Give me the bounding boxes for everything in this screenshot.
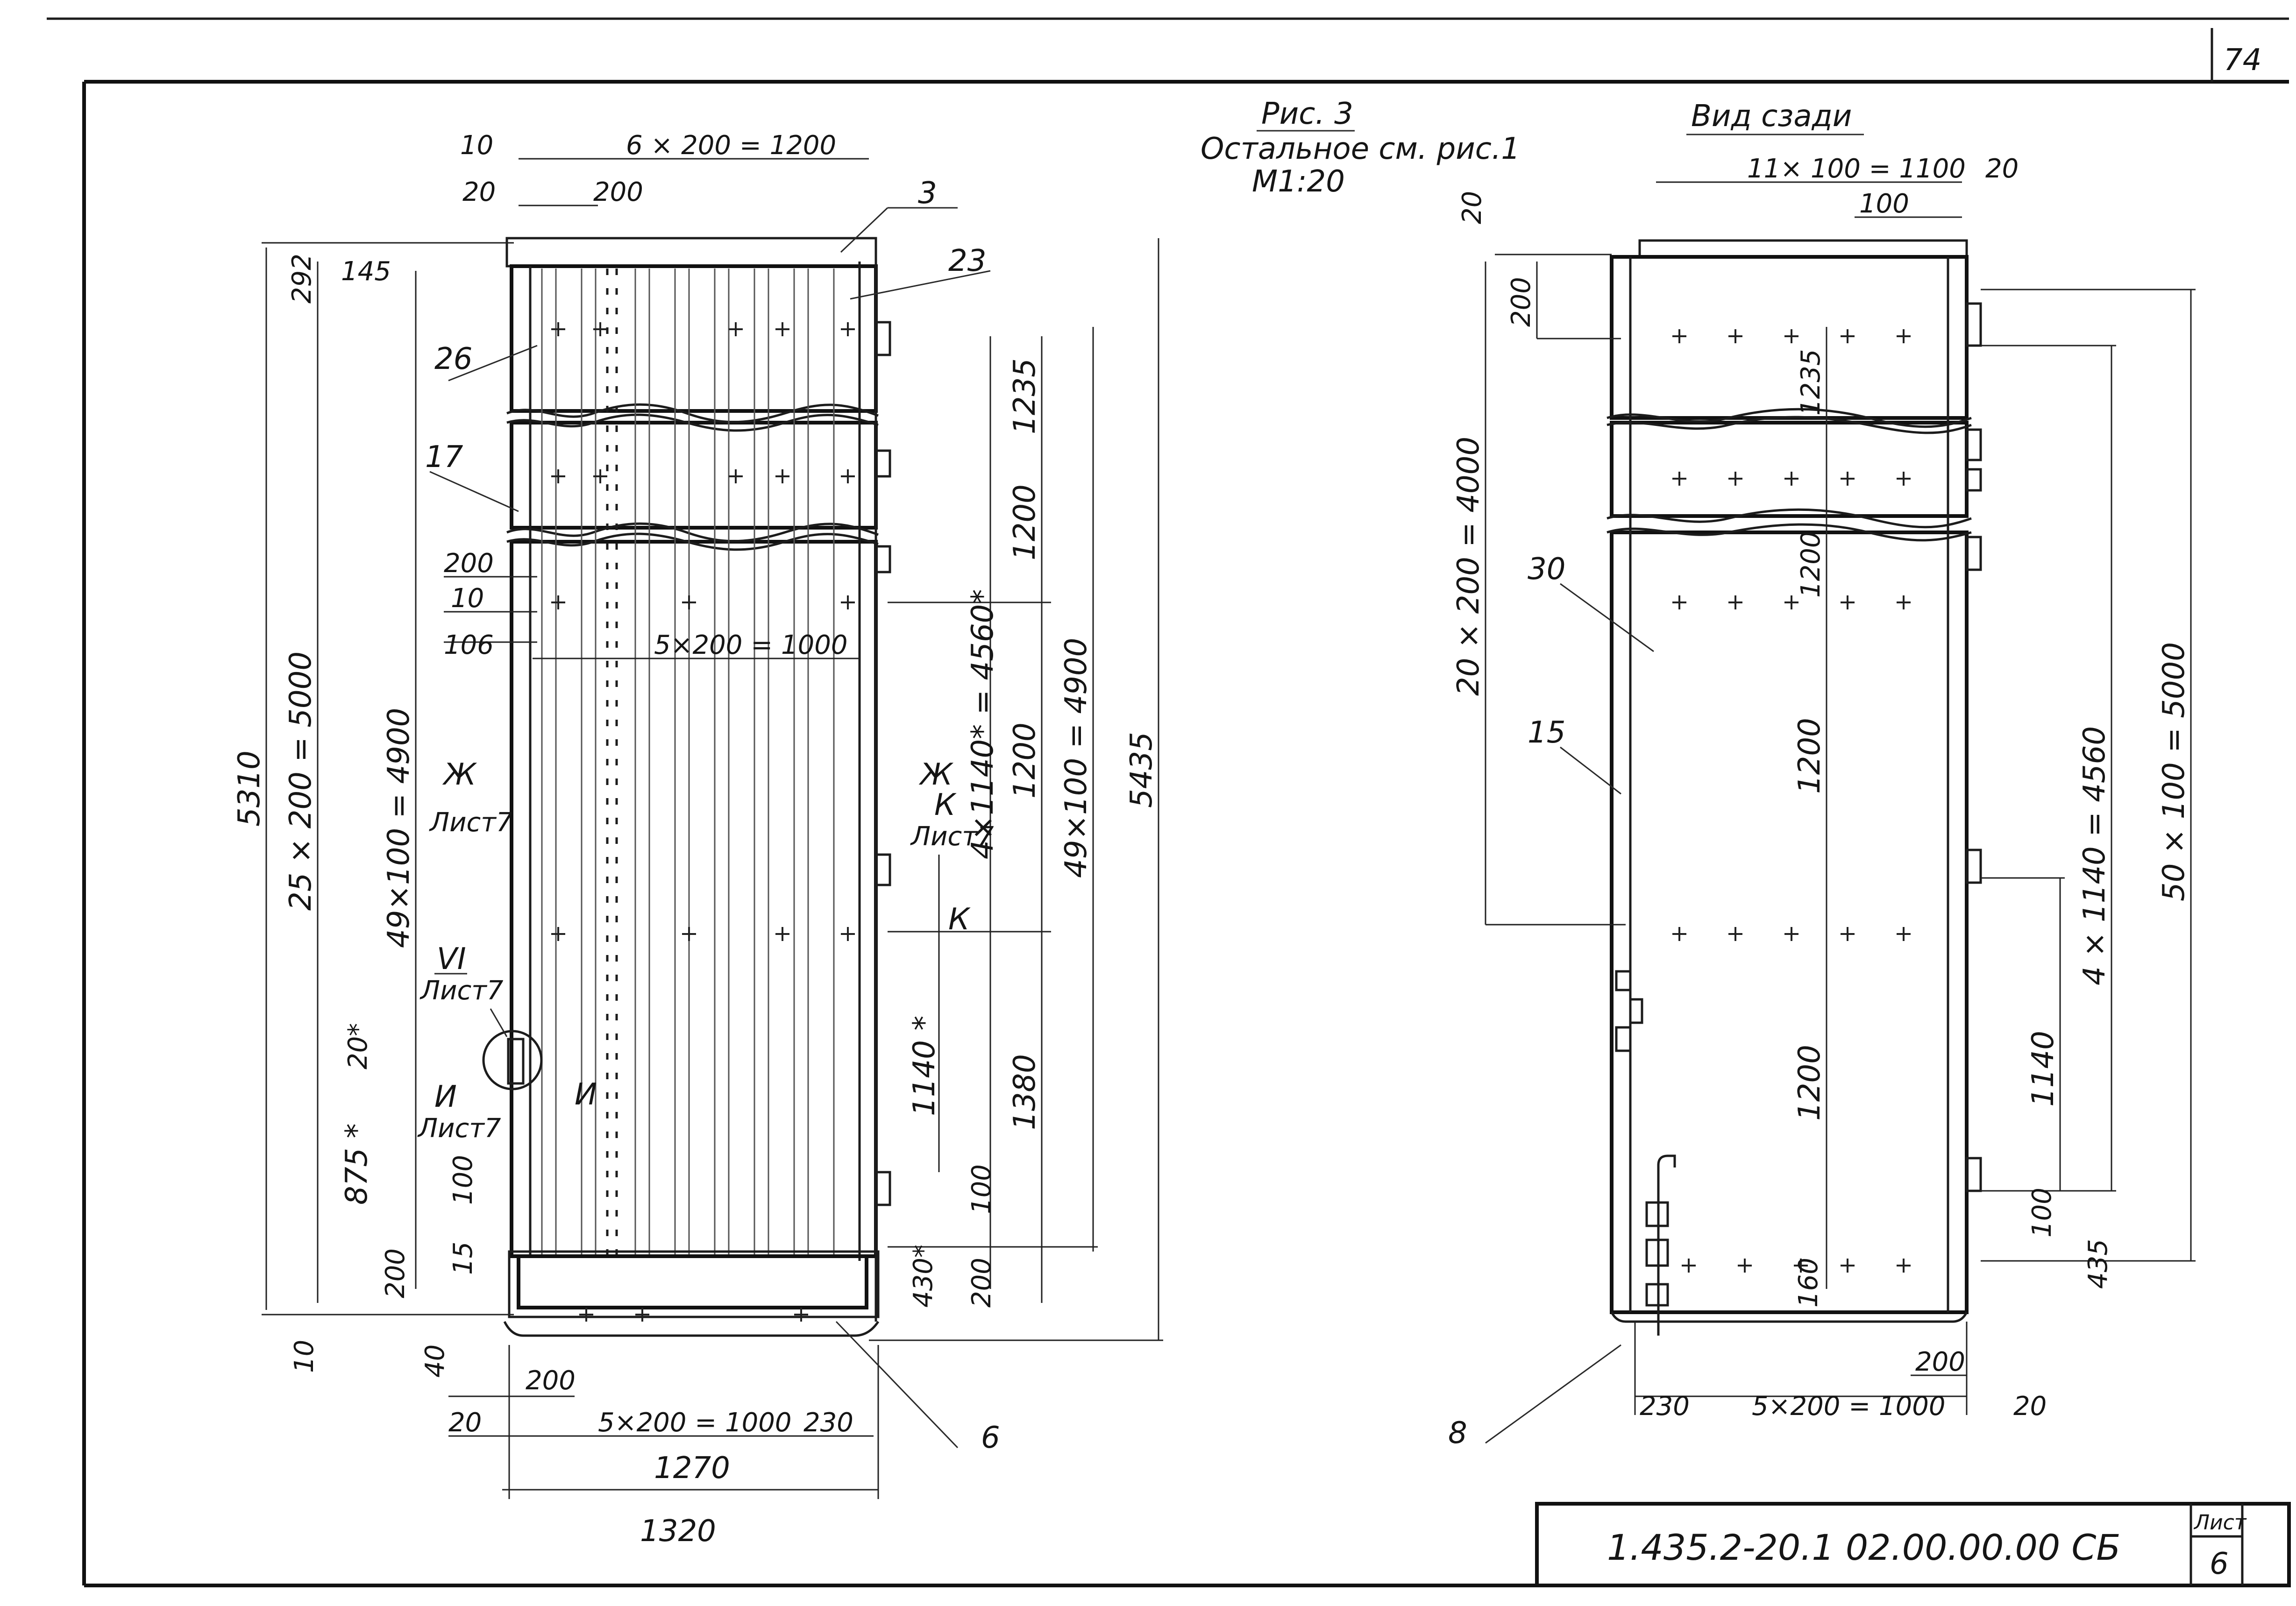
figure-title: Рис. 3 <box>1261 97 1353 131</box>
dim-106: 106 <box>444 630 494 660</box>
section-i-right: И <box>575 1077 597 1112</box>
dim-100l: 100 <box>448 1155 478 1205</box>
section-k-sheet: Лист7 <box>910 821 994 852</box>
dim-4x1140: 4×1140* = 4560* <box>966 589 1000 859</box>
sheet-label: Лист <box>2193 1511 2247 1535</box>
dim-top-10: 10 <box>460 130 493 161</box>
rear-dim-100: 100 <box>2027 1188 2057 1238</box>
dim-10: 10 <box>451 583 484 614</box>
section-zh-right: Ж <box>918 757 954 792</box>
dim-top-20: 20 <box>462 177 496 207</box>
callout-15: 15 <box>1528 715 1565 750</box>
section-zh-left-sheet: Лист7 <box>429 807 513 838</box>
rear-dim-top-11x100: 11× 100 = 1100 <box>1747 154 1966 184</box>
dim-5x200-mid: 5×200 = 1000 <box>654 630 847 660</box>
callout-23: 23 <box>948 244 986 278</box>
dim-1200a: 1200 <box>1008 484 1042 560</box>
callout-30: 30 <box>1528 552 1565 587</box>
rear-dim-50x100: 50 × 100 = 5000 <box>2157 642 2191 901</box>
dim-49x100-left: 49×100 = 4900 <box>382 708 416 948</box>
rear-dim-bottom-230: 230 <box>1640 1391 1690 1422</box>
rear-dim-bottom-20: 20 <box>2013 1391 2047 1422</box>
dim-1200b: 1200 <box>1008 722 1042 799</box>
callout-6: 6 <box>981 1421 1000 1455</box>
dim-5310: 5310 <box>232 750 267 827</box>
rear-dim-20: 20 <box>1457 191 1487 224</box>
figure-note: Остальное см. рис.1 <box>1201 132 1520 166</box>
dim-bottom-230: 230 <box>803 1408 853 1438</box>
dim-25x200: 25 × 200 = 5000 <box>284 651 318 911</box>
section-i-sheet: Лист7 <box>417 1113 501 1144</box>
rear-dim-160: 160 <box>1793 1258 1824 1308</box>
dim-1380: 1380 <box>1008 1054 1042 1130</box>
rear-dim-200: 200 <box>1506 277 1536 327</box>
document-code: 1.435.2-20.1 02.00.00.00 СБ <box>1607 1527 2121 1568</box>
figure-scale: М1:20 <box>1252 164 1345 199</box>
callout-8: 8 <box>1448 1416 1467 1450</box>
dim-40: 40 <box>420 1344 450 1378</box>
dim-20s: 20* <box>343 1023 373 1069</box>
rear-dim-4x1140: 4 × 1140 = 4560 <box>2077 726 2112 985</box>
rear-dim-bottom-5x200: 5×200 = 1000 <box>1752 1391 1945 1422</box>
section-k-upper: К <box>934 788 957 822</box>
dim-top-200: 200 <box>593 177 643 207</box>
dim-5435: 5435 <box>1124 732 1159 808</box>
dim-bottom-20: 20 <box>448 1408 482 1438</box>
dim-875: 875 * <box>340 1124 374 1205</box>
section-k-lower: К <box>948 902 971 937</box>
dim-bottom-5x200: 5×200 = 1000 <box>598 1408 791 1438</box>
section-i-left: И <box>434 1080 457 1114</box>
rear-dim-top-100: 100 <box>1859 189 1909 219</box>
rear-dim-435: 435 <box>2083 1239 2113 1289</box>
dim-145: 145 <box>341 256 391 287</box>
section-zh-left: Ж <box>442 757 477 792</box>
sheet-frame <box>47 17 2289 1587</box>
section-vi-sheet: Лист7 <box>419 976 504 1006</box>
section-vi: VI <box>437 942 466 976</box>
callout-17: 17 <box>425 440 463 474</box>
title-block <box>1535 1502 2291 1587</box>
callout-26: 26 <box>434 342 472 376</box>
dim-bottom-1320: 1320 <box>640 1514 716 1549</box>
dim-1140: 1140 * <box>907 1016 942 1116</box>
rear-dim-top-20: 20 <box>1985 154 2019 184</box>
rear-dim-1235: 1235 <box>1796 349 1826 416</box>
callout-3: 3 <box>918 176 937 211</box>
page-number: 74 <box>2224 43 2261 78</box>
dim-200l: 200 <box>380 1248 411 1298</box>
dim-1235: 1235 <box>1008 358 1042 434</box>
dim-bottom-1270: 1270 <box>654 1451 730 1486</box>
rear-view-title: Вид сзади <box>1691 99 1852 134</box>
rear-dim-1200c: 1200 <box>1792 1045 1827 1121</box>
front-dimensions <box>262 158 1163 1499</box>
dim-100r: 100 <box>967 1164 997 1214</box>
dim-top-6x200: 6 × 200 = 1200 <box>626 130 836 161</box>
rear-view <box>1606 239 1982 1336</box>
dim-292: 292 <box>287 254 317 304</box>
dim-49x100-right: 49×100 = 4900 <box>1059 638 1094 878</box>
dim-15: 15 <box>448 1242 478 1275</box>
rear-dim-1200b: 1200 <box>1792 718 1827 794</box>
dim-bottom-200: 200 <box>526 1365 576 1396</box>
rear-dim-20x200: 20 × 200 = 4000 <box>1451 437 1486 696</box>
rear-dim-1140: 1140 <box>2026 1031 2061 1107</box>
dim-200r: 200 <box>967 1258 997 1308</box>
rear-dim-1200a: 1200 <box>1796 531 1826 598</box>
dim-10b: 10 <box>289 1340 320 1373</box>
front-view <box>482 237 891 1337</box>
rear-dimensions <box>1485 181 2196 1444</box>
dim-200a: 200 <box>444 548 494 579</box>
sheet-number: 6 <box>2210 1547 2229 1581</box>
rear-dim-bottom-200: 200 <box>1915 1347 1965 1377</box>
dim-430: 430* <box>908 1245 938 1308</box>
